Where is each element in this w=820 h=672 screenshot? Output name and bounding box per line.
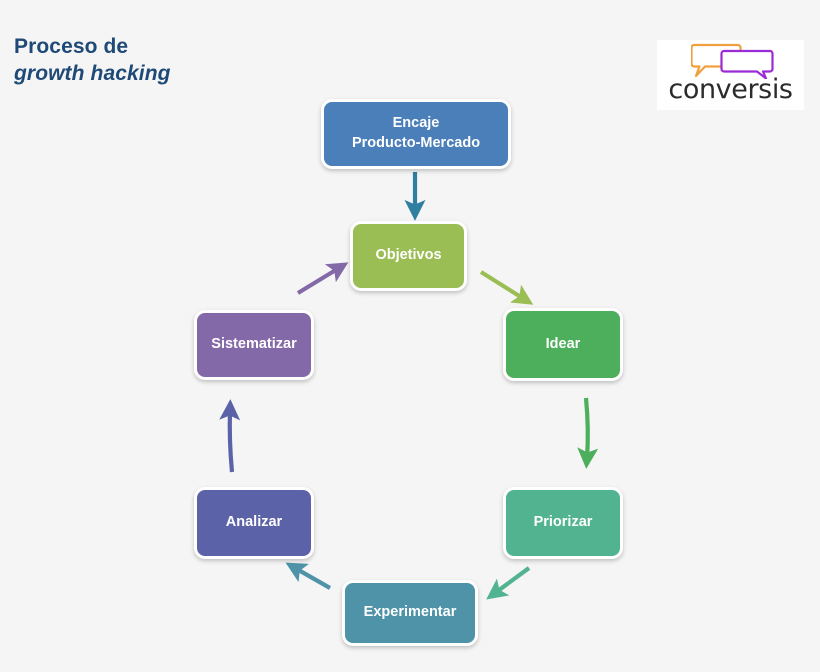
process-node-label: Analizar	[225, 514, 283, 531]
process-node-idear[interactable]: Idear	[503, 308, 623, 381]
arrow-experimentar-to-analizar	[285, 562, 332, 590]
process-node-label-line2: Producto-Mercado	[351, 135, 481, 151]
arrow-idear-to-priorizar	[577, 397, 599, 469]
speech-bubbles-icon	[691, 43, 774, 79]
process-node-sistematizar[interactable]: Sistematizar	[194, 310, 314, 380]
page-title: Proceso de growth hacking	[14, 34, 171, 88]
arrow-priorizar-to-experimentar	[486, 566, 531, 600]
page-title-line1: Proceso de	[14, 35, 129, 58]
process-node-label: Experimentar	[363, 604, 457, 621]
page-title-line2: growth hacking	[14, 61, 171, 85]
process-node-encaje-producto-mercado[interactable]: Encaje Producto-Mercado	[321, 99, 511, 169]
process-node-label: Idear	[545, 335, 581, 352]
process-node-objetivos[interactable]: Objetivos	[350, 221, 467, 291]
process-node-label-line1: Encaje	[392, 115, 440, 132]
arrow-objetivos-to-idear	[479, 270, 534, 305]
process-node-label: Priorizar	[533, 514, 593, 531]
arrow-sistematizar-to-objetivos	[296, 262, 349, 295]
process-node-experimentar[interactable]: Experimentar	[342, 580, 478, 646]
process-node-label: Encaje Producto-Mercado	[352, 114, 480, 153]
arrow-analizar-to-sistematizar	[219, 399, 241, 473]
process-node-analizar[interactable]: Analizar	[194, 487, 314, 559]
process-node-priorizar[interactable]: Priorizar	[503, 487, 623, 559]
logo-wordmark: conversis	[668, 74, 793, 105]
bubble-back-shape	[691, 43, 742, 78]
process-node-label: Sistematizar	[211, 336, 297, 353]
conversis-logo: conversis	[657, 40, 804, 110]
bubble-front-shape	[720, 49, 774, 79]
process-node-label: Objetivos	[375, 247, 442, 264]
